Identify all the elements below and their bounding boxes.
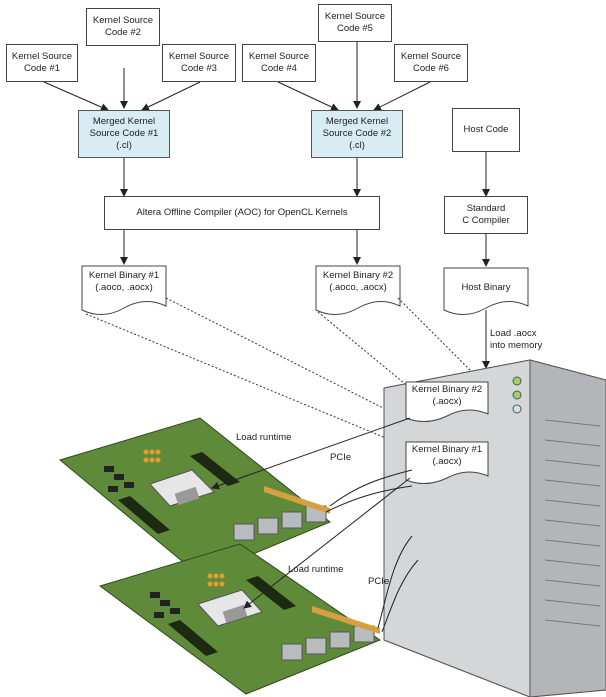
server-kernel-binary-1: Kernel Binary #1 (.aocx) bbox=[411, 444, 483, 467]
dotted-links bbox=[85, 297, 487, 453]
kernel-source-2: Kernel Source Code #2 bbox=[86, 8, 160, 46]
kernel-source-3: Kernel Source Code #3 bbox=[162, 44, 236, 82]
kernel-binary-1: Kernel Binary #1 (.aoco, .aocx) bbox=[88, 270, 160, 293]
binary-documents bbox=[81, 265, 529, 315]
host-binary: Host Binary bbox=[461, 282, 511, 293]
merged-kernel-2: Merged Kernel Source Code #2 (.cl) bbox=[311, 110, 403, 158]
server-tower bbox=[383, 359, 606, 697]
c-compiler-box: Standard C Compiler bbox=[444, 196, 528, 234]
pcie-label-2: PCIe bbox=[368, 576, 390, 587]
source-arrows bbox=[43, 40, 490, 369]
load-runtime-label-1: Load runtime bbox=[236, 432, 292, 443]
fpga-board-2 bbox=[98, 543, 382, 695]
fpga-board-1 bbox=[58, 417, 331, 577]
merged-kernel-1: Merged Kernel Source Code #1 (.cl) bbox=[78, 110, 170, 158]
load-runtime-label-2: Load runtime bbox=[288, 564, 344, 575]
host-code-box: Host Code bbox=[452, 108, 520, 152]
load-memory-label: Load .aocx into memory bbox=[490, 328, 543, 351]
server-kernel-binary-2: Kernel Binary #2 (.aocx) bbox=[411, 384, 483, 407]
kernel-source-5: Kernel Source Code #5 bbox=[318, 4, 392, 42]
kernel-source-6: Kernel Source Code #6 bbox=[394, 44, 468, 82]
aoc-compiler-box: Altera Offline Compiler (AOC) for OpenCL… bbox=[104, 196, 380, 230]
kernel-source-1: Kernel Source Code #1 bbox=[6, 44, 78, 82]
pcie-label-1: PCIe bbox=[330, 452, 352, 463]
runtime-links bbox=[211, 417, 419, 633]
kernel-binary-2: Kernel Binary #2 (.aoco, .aocx) bbox=[322, 270, 394, 293]
kernel-source-4: Kernel Source Code #4 bbox=[242, 44, 316, 82]
